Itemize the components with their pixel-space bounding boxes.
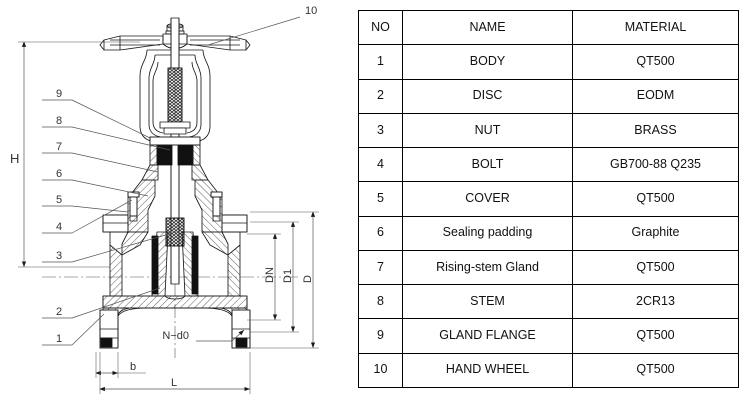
part-material-cell: QT500 xyxy=(572,318,739,354)
column-header-material: MATERIAL xyxy=(572,9,739,46)
body-part xyxy=(99,231,251,349)
dimension-D xyxy=(250,211,319,349)
dimension-label-D1: D1 xyxy=(282,269,294,283)
stem-part xyxy=(159,17,191,285)
disc-part xyxy=(151,217,199,300)
gland-assembly xyxy=(141,136,209,181)
dimension-D1 xyxy=(250,221,299,333)
part-name-cell: COVER xyxy=(402,181,573,217)
part-material-cell: BRASS xyxy=(572,112,739,149)
callout-labels: 10 9 8 7 6 5 4 3 2 1 xyxy=(56,5,317,345)
part-name-cell: NUT xyxy=(402,112,573,149)
dimension-L xyxy=(99,352,251,394)
part-material-cell: QT500 xyxy=(572,249,739,286)
dimension-H xyxy=(18,41,140,268)
part-number-cell: 7 xyxy=(358,249,403,286)
callout-label-9: 9 xyxy=(56,88,62,100)
dimension-b xyxy=(95,352,146,378)
callout-label-1: 1 xyxy=(56,333,62,345)
callout-label-3: 3 xyxy=(56,250,62,262)
part-number-cell: 4 xyxy=(358,147,403,183)
part-number-cell: 5 xyxy=(358,181,403,217)
part-material-cell: EODM xyxy=(572,78,739,114)
part-number-cell: 9 xyxy=(358,318,403,354)
dimension-label-n-d0: N−d0 xyxy=(162,330,189,342)
part-name-cell: BODY xyxy=(402,44,573,80)
column-header-no: NO xyxy=(358,9,403,46)
dimension-label-H: H xyxy=(10,151,19,166)
part-material-cell: QT500 xyxy=(572,44,739,80)
part-number-cell: 10 xyxy=(358,352,403,389)
callout-label-8: 8 xyxy=(56,115,62,127)
dimension-label-DN: DN xyxy=(264,267,276,283)
callout-label-5: 5 xyxy=(56,194,62,206)
part-material-cell: Graphite xyxy=(572,215,739,251)
part-material-cell: 2CR13 xyxy=(572,284,739,320)
part-material-cell: QT500 xyxy=(572,181,739,217)
part-name-cell: HAND WHEEL xyxy=(402,352,573,389)
bolt-part xyxy=(127,191,223,222)
dimension-label-D: D xyxy=(302,275,314,283)
callout-label-7: 7 xyxy=(56,141,62,153)
part-name-cell: DISC xyxy=(402,78,573,114)
part-name-cell: BOLT xyxy=(402,147,573,183)
part-number-cell: 1 xyxy=(358,44,403,80)
part-number-cell: 3 xyxy=(358,112,403,149)
part-material-cell: QT500 xyxy=(572,352,739,389)
table-header-row: NO NAME MATERIAL xyxy=(358,9,739,46)
column-header-name: NAME xyxy=(402,9,573,46)
dimension-label-L: L xyxy=(171,377,177,389)
valve-drawing-svg: 10 9 8 7 6 5 4 3 2 1 xyxy=(10,5,319,394)
valve-technical-drawing: 10 9 8 7 6 5 4 3 2 1 xyxy=(0,0,350,400)
dimension-DN xyxy=(247,233,281,321)
part-material-cell: GB700-88 Q235 xyxy=(572,147,739,183)
part-number-cell: 6 xyxy=(358,215,403,251)
part-name-cell: Rising-stem Gland xyxy=(402,249,573,286)
callout-label-4: 4 xyxy=(56,221,62,233)
part-number-cell: 8 xyxy=(358,284,403,320)
callout-label-10: 10 xyxy=(305,5,317,17)
callout-leader-lines xyxy=(42,16,301,346)
part-name-cell: STEM xyxy=(402,284,573,320)
part-name-cell: GLAND FLANGE xyxy=(402,318,573,354)
callout-label-2: 2 xyxy=(56,306,62,318)
part-name-cell: Sealing padding xyxy=(402,215,573,251)
dimension-label-b: b xyxy=(130,361,136,373)
callout-label-6: 6 xyxy=(56,168,62,180)
part-number-cell: 2 xyxy=(358,78,403,114)
